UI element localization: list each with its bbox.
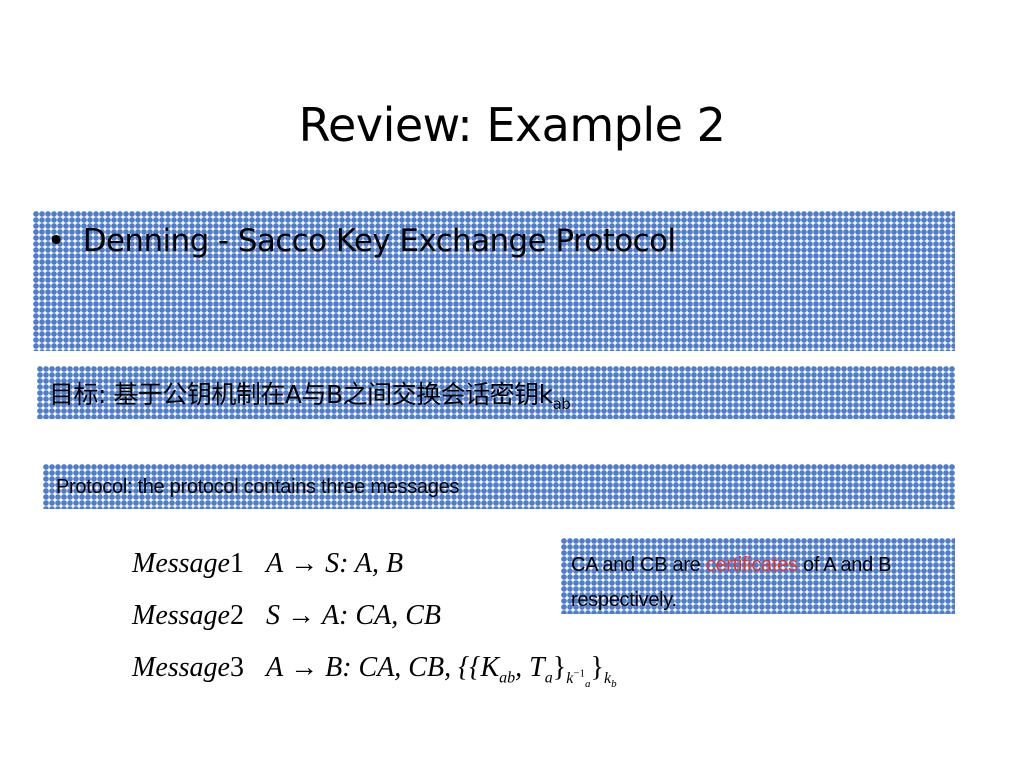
- cert-note-after: of A and B respectively.: [571, 554, 892, 611]
- certificate-note-box: CA and CB are certificates of A and B re…: [561, 538, 955, 614]
- goal-subscript: ab: [552, 395, 571, 413]
- bullet-text: Denning - Sacco Key Exchange Protocol: [82, 223, 676, 259]
- signature-key: k−1a: [566, 667, 591, 690]
- message-content: : CA, CB: [339, 600, 441, 631]
- goal-box: 目标: 基于公钥机制在A与B之间交换会话密钥kab: [37, 366, 955, 419]
- message-label: Message: [132, 600, 230, 631]
- message-from: A: [265, 652, 284, 683]
- message-from: S: [265, 600, 280, 631]
- message-content: : CA, CB, {{K: [342, 652, 500, 683]
- arrow-icon: →: [290, 652, 319, 683]
- arrow-icon: →: [286, 600, 315, 631]
- bullet-box: • Denning - Sacco Key Exchange Protocol: [33, 211, 955, 351]
- protocol-box: Protocol: the protocol contains three me…: [43, 464, 955, 509]
- message-to: S: [325, 548, 340, 579]
- certificate-note: CA and CB are certificates of A and B re…: [571, 548, 951, 618]
- goal-line: 目标: 基于公钥机制在A与B之间交换会话密钥kab: [49, 375, 571, 413]
- message-content: : A, B: [339, 548, 404, 579]
- arrow-icon: →: [290, 548, 319, 579]
- encryption-key: kb: [603, 669, 617, 690]
- message-to: B: [325, 652, 343, 683]
- bullet-marker: •: [47, 223, 65, 259]
- message-number: 3: [229, 652, 244, 683]
- message-label: Message: [132, 652, 230, 683]
- close-brace-outer: }: [590, 652, 604, 683]
- cert-note-highlight: certificates: [705, 554, 798, 576]
- timestamp-subscript: a: [544, 669, 553, 687]
- goal-text: 目标: 基于公钥机制在A与B之间交换会话密钥k: [49, 380, 553, 409]
- slide-title: Review: Example 2: [298, 98, 726, 152]
- message-label: Message: [132, 548, 230, 579]
- message-to: A: [321, 600, 340, 631]
- close-brace-inner: }: [552, 652, 567, 683]
- message-from: A: [265, 548, 284, 579]
- protocol-text: Protocol: the protocol contains three me…: [56, 476, 460, 498]
- bullet-item: • Denning - Sacco Key Exchange Protocol: [47, 223, 676, 259]
- message-number: 2: [229, 600, 244, 631]
- cert-note-before: CA and CB are: [571, 554, 706, 576]
- message-number: 1: [229, 548, 244, 579]
- message-mid: , T: [515, 652, 545, 683]
- key-subscript: ab: [499, 669, 516, 687]
